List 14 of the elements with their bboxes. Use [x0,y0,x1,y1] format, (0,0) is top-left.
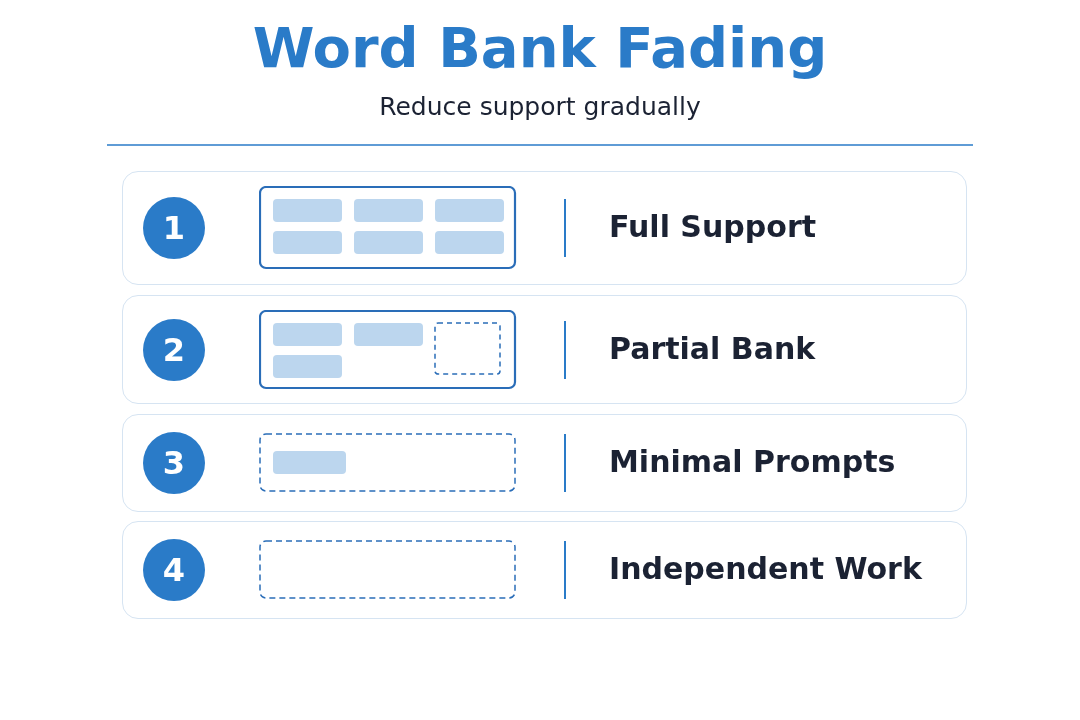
step-card [122,414,967,512]
title: Word Bank Fading [251,14,829,82]
step-number: 1 [143,197,205,259]
step-number: 2 [143,318,205,381]
step-number: 3 [143,432,205,494]
step-number: 4 [143,539,205,601]
step-label: Full Support [609,209,817,244]
step-card [122,295,967,404]
step-card [122,171,967,285]
step-label: Independent Work [609,551,922,586]
step-card [122,521,967,619]
step-label: Partial Bank [609,330,816,366]
step-label: Minimal Prompts [609,444,896,479]
subtitle: Reduce support gradually [378,92,702,121]
